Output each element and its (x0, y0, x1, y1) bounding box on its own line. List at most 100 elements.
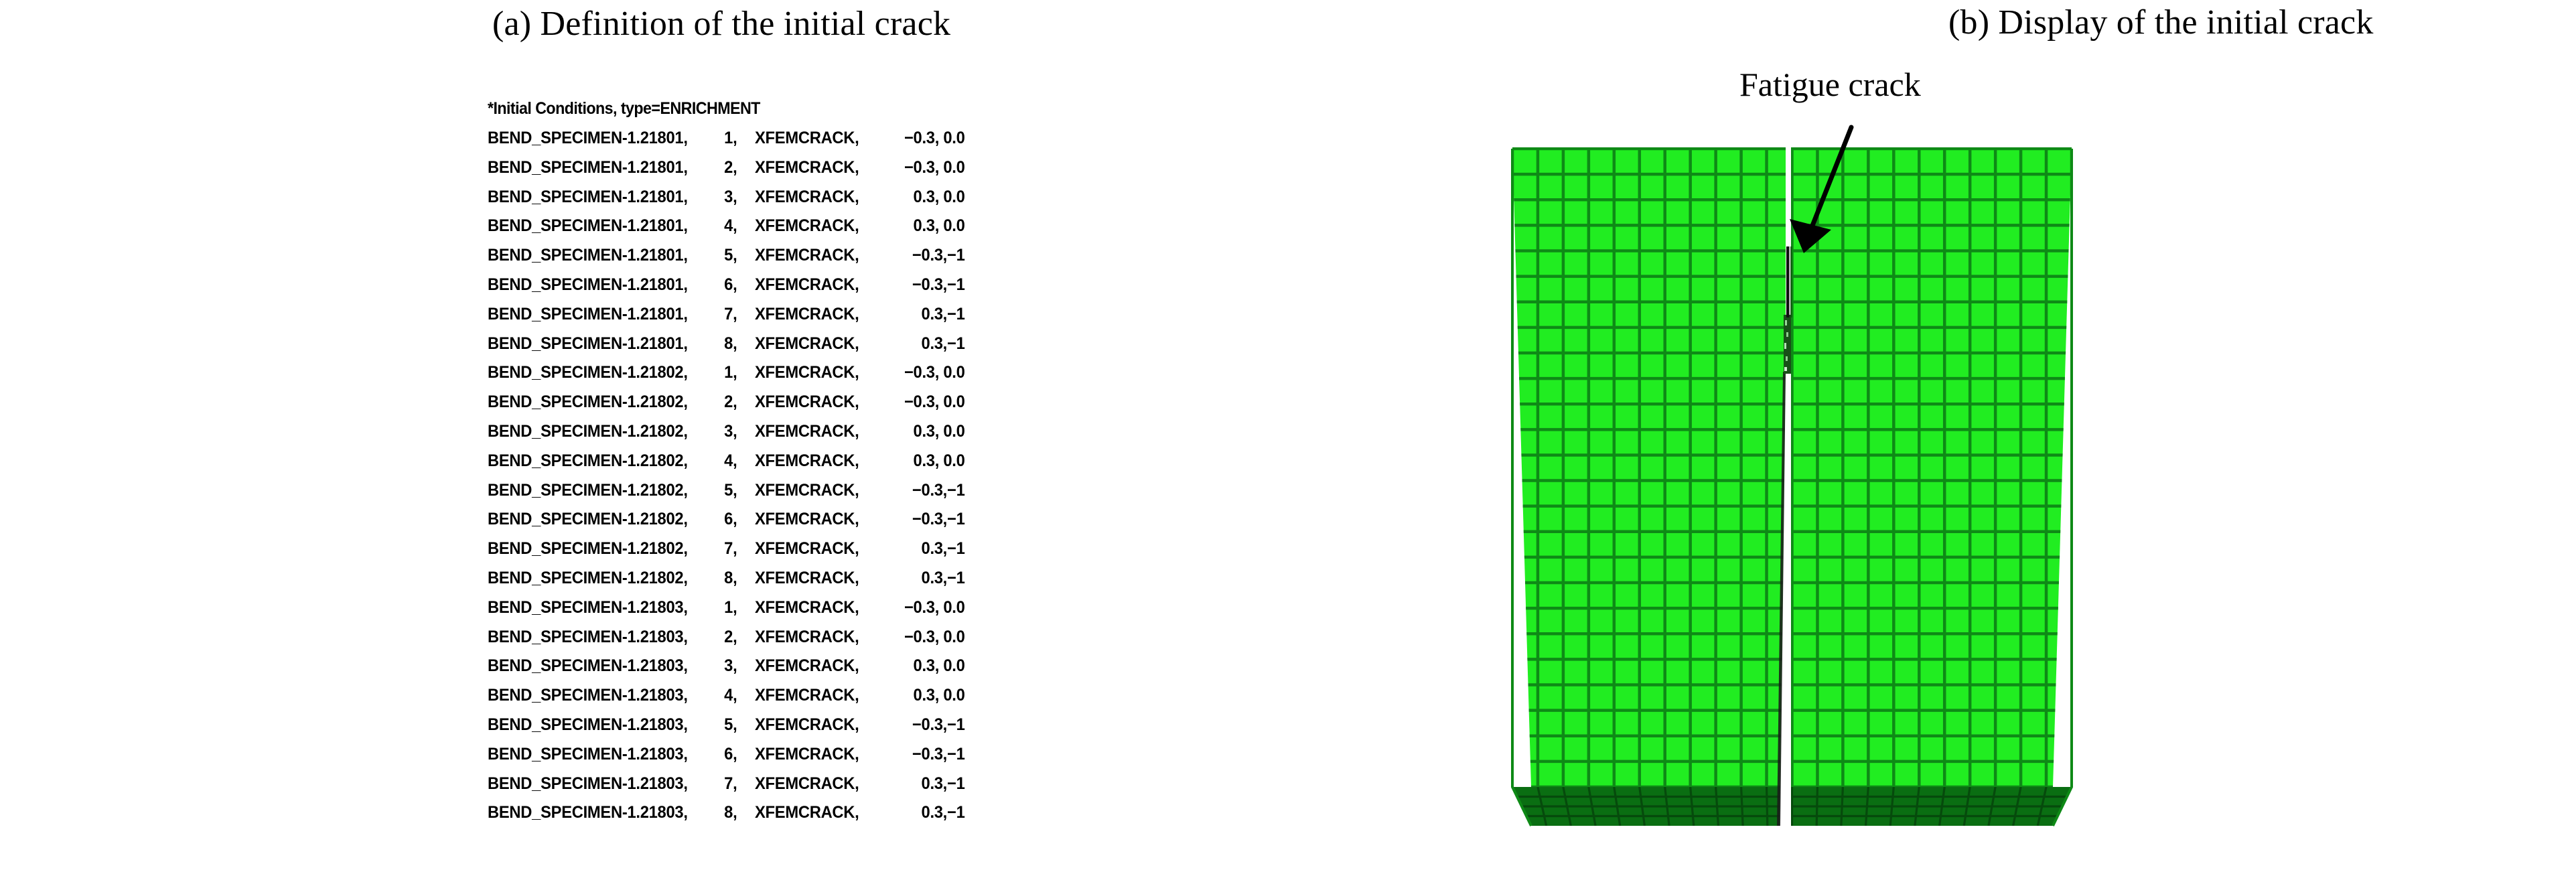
panel-display-of-initial-crack: (b) Display of the initial crack Fatigue… (1407, 0, 2576, 870)
code-cell-node: 4, (724, 216, 737, 236)
code-cell-node: 3, (724, 656, 737, 676)
code-cell-values: 0.3,−1 (921, 304, 965, 323)
code-cell-node: 8, (724, 568, 737, 587)
code-cell-instance: BEND_SPECIMEN-1.21801, (488, 157, 688, 177)
code-cell-node: 1, (724, 597, 737, 617)
code-cell-enrichment-name: XFEMCRACK, (755, 392, 859, 412)
code-cell-instance: BEND_SPECIMEN-1.21801, (488, 216, 688, 236)
code-cell-values: −0.3,−1 (912, 510, 965, 529)
code-cell-instance: BEND_SPECIMEN-1.21802, (488, 451, 688, 470)
code-line: BEND_SPECIMEN-1.21802,7,XFEMCRACK,0.3,−1 (488, 534, 965, 564)
code-line: BEND_SPECIMEN-1.21801,1,XFEMCRACK,−0.3, … (488, 124, 965, 153)
code-cell-enrichment-name: XFEMCRACK, (755, 187, 859, 206)
code-cell-instance: BEND_SPECIMEN-1.21803, (488, 744, 688, 764)
code-cell-enrichment-name: XFEMCRACK, (755, 129, 859, 147)
code-cell-node: 1, (724, 129, 737, 147)
code-cell-values: −0.3, 0.0 (904, 129, 965, 147)
code-listing: *Initial Conditions, type=ENRICHMENT BEN… (488, 99, 990, 828)
code-cell-values: 0.3,−1 (921, 539, 965, 559)
code-header-line: *Initial Conditions, type=ENRICHMENT (488, 99, 760, 118)
code-cell-values: −0.3,−1 (912, 744, 965, 764)
crack-enrichment-zone (1784, 315, 1791, 374)
code-cell-enrichment-name: XFEMCRACK, (755, 480, 859, 500)
code-cell-enrichment-name: XFEMCRACK, (755, 510, 859, 529)
code-cell-values: 0.3, 0.0 (913, 421, 965, 441)
code-line: BEND_SPECIMEN-1.21803, 3, XFEMCRACK, 0.3, 0… (488, 652, 965, 681)
code-cell-instance: BEND_SPECIMEN-1.21803, (488, 656, 688, 676)
code-line: BEND_SPECIMEN-1.21801,6,XFEMCRACK,−0.3,−… (488, 271, 965, 300)
code-line: BEND_SPECIMEN-1.21801,5,XFEMCRACK,−0.3,−… (488, 241, 965, 271)
code-line: BEND_SPECIMEN-1.21803,4,XFEMCRACK,0.3, 0… (488, 681, 965, 711)
code-line: BEND_SPECIMEN-1.21802,6,XFEMCRACK,−0.3,−… (488, 505, 965, 534)
code-cell-values: −0.3,−1 (912, 480, 965, 500)
code-cell-enrichment-name: XFEMCRACK, (755, 451, 859, 470)
code-line: BEND_SPECIMEN-1.21801,2,XFEMCRACK,−0.3, … (488, 153, 965, 183)
code-cell-values: 0.3, 0.0 (913, 686, 965, 705)
code-cell-values: 0.3,−1 (921, 803, 965, 822)
code-cell-node: 6, (724, 275, 737, 294)
code-cell-node: 7, (724, 304, 737, 323)
code-line: BEND_SPECIMEN-1.21802, 2, XFEMCRACK, −0.3, … (488, 388, 965, 417)
code-cell-node: 5, (724, 246, 737, 265)
code-cell-instance: BEND_SPECIMEN-1.21803, (488, 686, 688, 705)
code-line: BEND_SPECIMEN-1.21802,8,XFEMCRACK,0.3,−1 (488, 564, 965, 593)
code-lines-container: BEND_SPECIMEN-1.21801, 1, XFEMCRACK, −0.3, … (488, 124, 990, 828)
code-cell-values: −0.3,−1 (912, 275, 965, 294)
code-cell-instance: BEND_SPECIMEN-1.21803, (488, 597, 688, 617)
code-cell-instance: BEND_SPECIMEN-1.21801, (488, 304, 688, 323)
code-cell-node: 7, (724, 774, 737, 793)
code-line: BEND_SPECIMEN-1.21802,1,XFEMCRACK,−0.3, … (488, 358, 965, 388)
code-cell-instance: BEND_SPECIMEN-1.21802, (488, 510, 688, 529)
code-cell-values: 0.3, 0.0 (913, 216, 965, 236)
code-line: BEND_SPECIMEN-1.21802,3,XFEMCRACK,0.3, 0… (488, 417, 965, 447)
code-line: BEND_SPECIMEN-1.21803, 1, XFEMCRACK, −0.3, … (488, 593, 965, 623)
code-cell-values: 0.3, 0.0 (913, 451, 965, 470)
code-cell-values: −0.3, 0.0 (904, 597, 965, 617)
code-cell-node: 8, (724, 334, 737, 353)
code-cell-values: −0.3,−1 (912, 715, 965, 734)
code-line: BEND_SPECIMEN-1.21803,8,XFEMCRACK,0.3,−1 (488, 798, 965, 828)
code-line: BEND_SPECIMEN-1.21803,5,XFEMCRACK,−0.3,−… (488, 711, 965, 740)
code-cell-values: 0.3, 0.0 (913, 187, 965, 206)
code-cell-values: 0.3,−1 (921, 334, 965, 353)
code-cell-values: 0.3,−1 (921, 568, 965, 587)
mesh-base-face-right (1791, 787, 2072, 826)
mesh-front-face-right (1791, 149, 2072, 787)
code-cell-enrichment-name: XFEMCRACK, (755, 627, 859, 646)
code-cell-node: 4, (724, 686, 737, 705)
code-cell-enrichment-name: XFEMCRACK, (755, 275, 859, 294)
code-cell-enrichment-name: XFEMCRACK, (755, 744, 859, 764)
code-line: BEND_SPECIMEN-1.21802, 4, XFEMCRACK, 0.3, 0… (488, 447, 965, 476)
code-cell-node: 2, (724, 157, 737, 177)
code-cell-enrichment-name: XFEMCRACK, (755, 246, 859, 265)
code-cell-enrichment-name: XFEMCRACK, (755, 216, 859, 236)
code-cell-instance: BEND_SPECIMEN-1.21802, (488, 392, 688, 412)
code-cell-node: 4, (724, 451, 737, 470)
code-cell-enrichment-name: XFEMCRACK, (755, 715, 859, 734)
code-cell-values: 0.3, 0.0 (913, 656, 965, 676)
code-cell-node: 5, (724, 480, 737, 500)
code-cell-enrichment-name: XFEMCRACK, (755, 597, 859, 617)
code-cell-instance: BEND_SPECIMEN-1.21802, (488, 363, 688, 382)
crack-gap (1777, 372, 1791, 826)
code-line: BEND_SPECIMEN-1.21801,7,XFEMCRACK,0.3,−1 (488, 300, 965, 330)
code-line: BEND_SPECIMEN-1.21802,5,XFEMCRACK,−0.3,−… (488, 476, 965, 506)
code-cell-values: −0.3, 0.0 (904, 392, 965, 412)
mesh-front-face-left (1512, 149, 1786, 787)
code-cell-node: 3, (724, 187, 737, 206)
mesh-base-face-left (1512, 787, 1786, 826)
code-cell-values: −0.3, 0.0 (904, 157, 965, 177)
code-line: BEND_SPECIMEN-1.21803,7,XFEMCRACK,0.3,−1 (488, 770, 965, 799)
code-cell-node: 2, (724, 392, 737, 412)
code-cell-node: 3, (724, 421, 737, 441)
code-cell-enrichment-name: XFEMCRACK, (755, 334, 859, 353)
code-cell-instance: BEND_SPECIMEN-1.21803, (488, 774, 688, 793)
panel-a-caption: (a) Definition of the initial crack (492, 5, 951, 43)
code-cell-enrichment-name: XFEMCRACK, (755, 656, 859, 676)
code-cell-values: −0.3, 0.0 (904, 627, 965, 646)
code-cell-instance: BEND_SPECIMEN-1.21803, (488, 803, 688, 822)
code-cell-enrichment-name: XFEMCRACK, (755, 803, 859, 822)
code-line: BEND_SPECIMEN-1.21803,6,XFEMCRACK,−0.3,−… (488, 740, 965, 770)
crack-tip-line (1786, 246, 1792, 317)
code-cell-values: −0.3, 0.0 (904, 363, 965, 382)
